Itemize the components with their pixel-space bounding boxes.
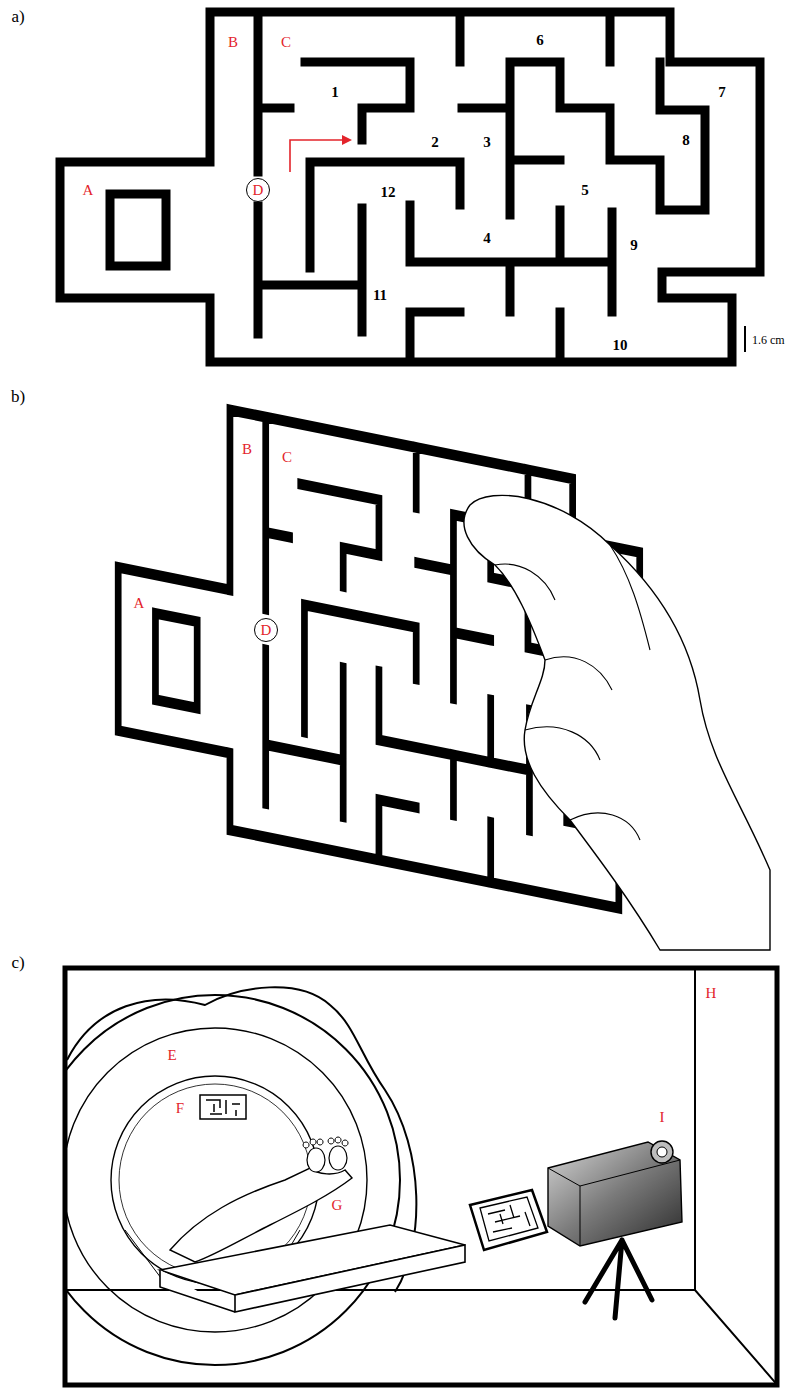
circle-label: D — [253, 183, 264, 198]
callout-number: 5 — [581, 183, 589, 198]
part-label: C — [282, 450, 292, 465]
display-screen — [470, 1190, 547, 1250]
callout-number: 1 — [331, 85, 339, 100]
screen-maze — [480, 1197, 538, 1241]
scale-bar — [744, 326, 746, 352]
part-label: A — [134, 596, 145, 611]
callout-number: 6 — [536, 33, 544, 48]
circle-label: D — [261, 623, 272, 638]
foot — [307, 1148, 325, 1172]
foot — [329, 1146, 347, 1170]
toes — [303, 1137, 348, 1148]
callout-number: 11 — [373, 288, 387, 303]
camera-lens — [657, 1147, 667, 1157]
part-label: b) — [11, 388, 25, 405]
callout-number: 2 — [431, 135, 439, 150]
start-circle: D — [246, 178, 270, 202]
camera-body — [548, 1142, 682, 1246]
part-label: C — [281, 35, 291, 50]
part-label: G — [332, 1198, 343, 1213]
callout-number: 9 — [630, 238, 638, 253]
patient-table-side — [160, 1245, 465, 1312]
direction-arrow — [290, 140, 342, 172]
mirror-maze — [200, 1095, 246, 1119]
part-label: c) — [11, 954, 24, 971]
maze-perspective — [118, 387, 770, 950]
part-label: B — [242, 442, 252, 457]
scanner-ring — [67, 995, 400, 1365]
part-label: B — [228, 35, 238, 50]
mirror-maze-lines — [206, 1100, 240, 1116]
hand — [464, 495, 770, 950]
callout-number: 4 — [483, 231, 491, 246]
callout-number: 12 — [381, 185, 396, 200]
callout-number: 10 — [613, 338, 628, 353]
tripod — [585, 1240, 652, 1318]
part-label: 1.6 cm — [752, 334, 785, 346]
callout-number: 7 — [718, 85, 726, 100]
part-label: F — [176, 1101, 184, 1116]
camera-lens — [651, 1141, 673, 1163]
camera-edge — [548, 1160, 680, 1246]
part-label: a) — [11, 8, 24, 25]
room-frame — [65, 968, 777, 1385]
part-label: H — [706, 986, 717, 1001]
arrow-head — [342, 135, 352, 145]
maze-walls — [60, 12, 760, 362]
room-floor — [67, 1290, 775, 1383]
part-label: I — [660, 1110, 665, 1125]
part-label: E — [167, 1048, 176, 1063]
start-circle: D — [254, 618, 278, 642]
hand-lines — [495, 545, 650, 840]
callout-number: 3 — [483, 135, 491, 150]
part-label: A — [83, 183, 94, 198]
room-corner — [694, 970, 696, 1290]
callout-number: 8 — [682, 133, 690, 148]
scanner-room — [30, 968, 780, 1388]
maze-plan — [60, 12, 760, 362]
